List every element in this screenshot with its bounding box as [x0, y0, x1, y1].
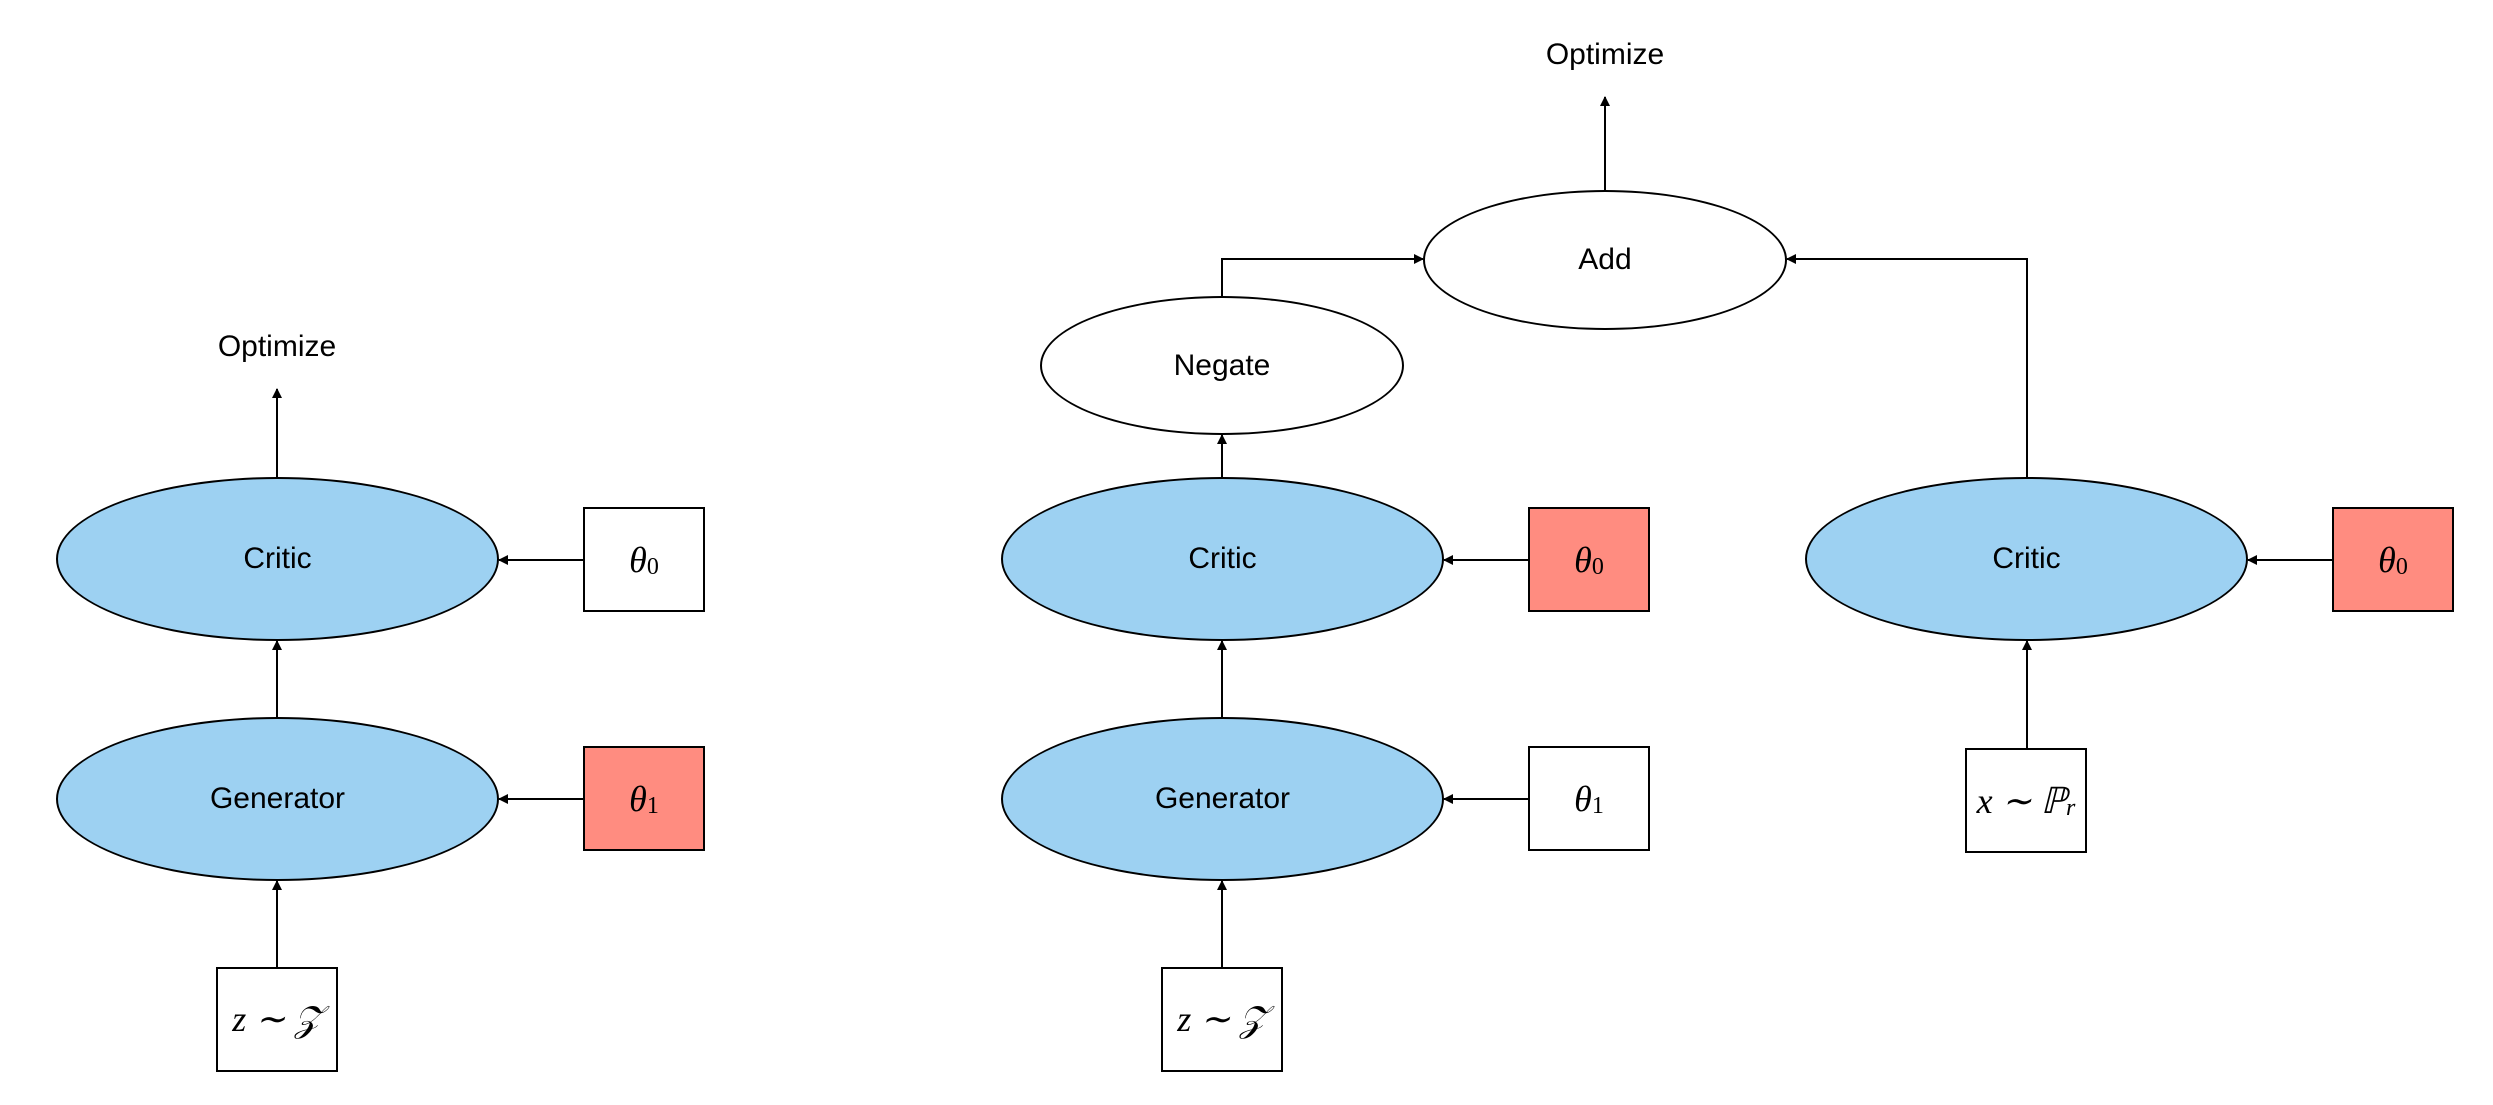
theta-symbol: θ — [629, 539, 647, 580]
theta-symbol: θ — [629, 778, 647, 819]
left-critic-node: Critic — [56, 477, 499, 641]
theta-symbol: θ — [2378, 539, 2396, 580]
subscript: 1 — [646, 793, 659, 819]
left-z-sample: z ∼ 𝒵 — [216, 967, 338, 1072]
subscript: 0 — [2395, 554, 2408, 580]
middle-generator-node: Generator — [1001, 717, 1444, 881]
middle-z-sample: z ∼ 𝒵 — [1161, 967, 1283, 1072]
arrow-r-critic-to-add — [1786, 254, 2028, 477]
z-sample-label: z ∼ 𝒵 — [232, 999, 322, 1039]
middle-critic-node: Critic — [1001, 477, 1444, 641]
left-optimize-label: Optimize — [217, 330, 337, 363]
subscript: r — [2066, 795, 2076, 821]
z-sample-label: z ∼ 𝒵 — [1177, 999, 1267, 1039]
theta-symbol: θ — [1574, 539, 1592, 580]
subscript: 0 — [1591, 554, 1604, 580]
x-sample-label: x ∼ ℙ — [1976, 780, 2067, 821]
add-node: Add — [1423, 190, 1787, 330]
left-generator-node: Generator — [56, 717, 499, 881]
subscript: 1 — [1591, 793, 1604, 819]
subscript: 0 — [646, 554, 659, 580]
right-optimize-label: Optimize — [1545, 38, 1665, 71]
theta-symbol: θ — [1574, 778, 1592, 819]
arrow-negate-to-add — [1221, 254, 1424, 296]
negate-node: Negate — [1040, 296, 1404, 435]
right-critic-node: Critic — [1805, 477, 2248, 641]
